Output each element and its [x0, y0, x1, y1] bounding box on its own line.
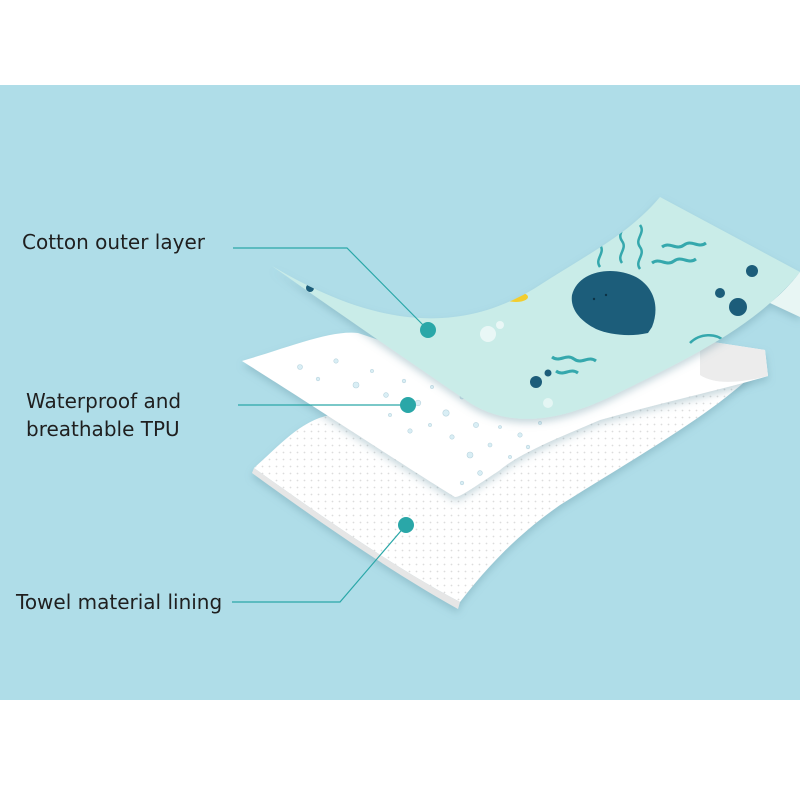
label-towel-material-lining: Towel material lining — [16, 588, 222, 616]
leader-lines — [232, 247, 436, 603]
label-cotton-outer-layer: Cotton outer layer — [22, 228, 205, 256]
leader-dot-towel — [398, 517, 414, 533]
diagram-panel: Cotton outer layer Waterproof and breath… — [0, 85, 800, 700]
label-waterproof-tpu: Waterproof and breathable TPU — [26, 387, 181, 443]
label-line: Towel material lining — [16, 590, 223, 614]
leader-line-towel — [232, 524, 407, 603]
layer-diagram — [0, 85, 800, 700]
leader-line-cotton — [233, 247, 429, 331]
leader-dot-tpu — [400, 397, 416, 413]
label-line: breathable TPU — [26, 417, 180, 441]
label-line: Waterproof and — [26, 389, 182, 413]
label-line: Cotton outer layer — [22, 230, 205, 254]
leader-dot-cotton — [420, 322, 436, 338]
